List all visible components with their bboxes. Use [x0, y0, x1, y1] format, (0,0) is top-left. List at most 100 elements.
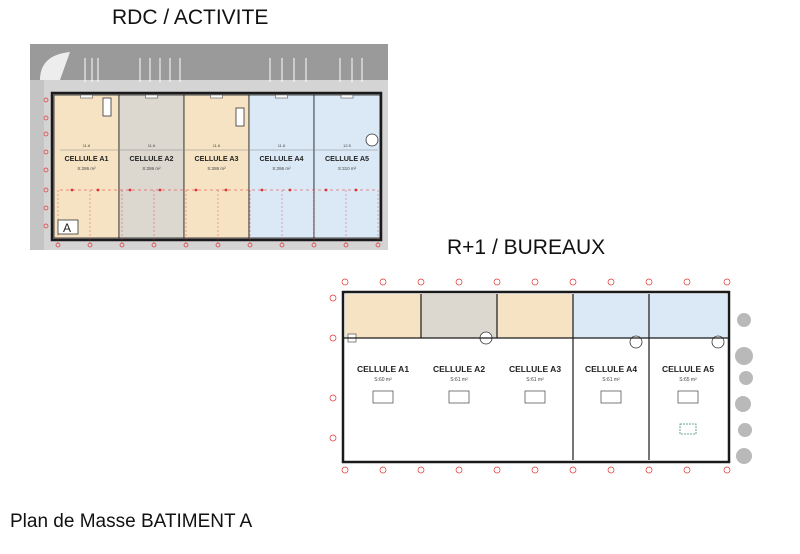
r1-cell-name: CELLULE A1	[357, 364, 409, 374]
axis-marker	[379, 466, 387, 474]
rdc-cell-name: CELLULE A4	[259, 154, 303, 163]
axis-marker	[455, 278, 463, 286]
rdc-cell-area: S:286 m²	[272, 166, 291, 171]
axis-marker	[43, 131, 49, 137]
r1-cell-area: S:65 m²	[679, 377, 697, 383]
axis-marker	[329, 334, 337, 342]
site-strip	[30, 80, 44, 250]
axis-marker	[645, 466, 653, 474]
r1-cell-name: CELLULE A3	[509, 364, 561, 374]
r1-office-band-4	[573, 294, 649, 338]
rdc-door	[275, 94, 288, 99]
rdc-cell-name: CELLULE A1	[64, 154, 108, 163]
parking-stalls	[84, 58, 363, 82]
loading-dock-icon	[102, 97, 112, 117]
r1-equipment	[679, 423, 697, 435]
r1-desk	[372, 390, 394, 404]
axis-marker	[43, 187, 49, 193]
rdc-cell-name: CELLULE A2	[129, 154, 173, 163]
r1-office-band-5	[649, 294, 727, 338]
r1-cell-name: CELLULE A4	[585, 364, 637, 374]
r1-office-band-1	[345, 294, 421, 338]
dim-tick	[354, 188, 358, 192]
r1-desk	[600, 390, 622, 404]
r1-cell-name: CELLULE A2	[433, 364, 485, 374]
axis-marker	[43, 167, 49, 173]
rdc-cell-dim: 11.6	[213, 143, 221, 148]
rdc-cell-dim: 11.6	[148, 143, 156, 148]
rdc-cell-dim: 12.5	[343, 143, 352, 148]
axis-marker	[417, 278, 425, 286]
axis-marker	[417, 466, 425, 474]
rdc-cell-2	[118, 94, 185, 239]
rdc-cell-area: S:286 m²	[77, 166, 96, 171]
axis-marker	[43, 115, 49, 121]
r1-cell-area: S:61 m²	[450, 377, 468, 383]
rdc-door	[210, 94, 223, 99]
dim-tick	[158, 188, 162, 192]
axis-marker	[43, 149, 49, 155]
rdc-cell-name: CELLULE A3	[194, 154, 238, 163]
axis-marker	[329, 394, 337, 402]
dim-tick	[70, 188, 74, 192]
building-label-box	[57, 219, 79, 235]
site-curve	[40, 52, 70, 80]
axis-marker	[723, 278, 731, 286]
r1-cell-area: S:61 m²	[526, 377, 544, 383]
r1-desk	[524, 390, 546, 404]
axis-marker	[341, 466, 349, 474]
r1-desk	[677, 390, 699, 404]
tree-cluster	[735, 313, 753, 464]
r1-cell-name: CELLULE A5	[662, 364, 714, 374]
dim-tick	[128, 188, 132, 192]
axis-marker	[645, 278, 653, 286]
axis-marker	[43, 97, 49, 103]
plan-title: Plan de Masse BATIMENT A	[10, 511, 253, 532]
stair-icon	[629, 335, 643, 349]
r1-axis-markers	[329, 278, 731, 474]
axis-marker	[329, 434, 337, 442]
axis-marker	[341, 278, 349, 286]
axis-marker	[723, 466, 731, 474]
axis-marker	[329, 294, 337, 302]
rdc-cell-area: S:286 m²	[142, 166, 161, 171]
dim-tick	[260, 188, 264, 192]
rdc-cell-dim: 11.6	[278, 143, 286, 148]
axis-marker	[683, 278, 691, 286]
r1-desk	[448, 390, 470, 404]
dim-tick	[288, 188, 292, 192]
rdc-cell-5	[313, 94, 381, 239]
rdc-cell-area: S:310 m²	[338, 166, 357, 171]
axis-marker	[531, 278, 539, 286]
axis-marker	[493, 466, 501, 474]
rdc-cell-name: CELLULE A5	[325, 154, 369, 163]
dim-tick	[96, 188, 100, 192]
rdc-outer-wall	[50, 91, 383, 242]
stair-icon	[365, 133, 379, 147]
rdc-title: RDC / ACTIVITE	[112, 6, 269, 29]
dim-tick	[194, 188, 198, 192]
r1-cell-area: S:61 m²	[602, 377, 620, 383]
axis-marker	[43, 223, 49, 229]
rdc-door	[80, 94, 93, 99]
dim-tick	[324, 188, 328, 192]
rdc-cell-4	[248, 94, 315, 239]
r1-office-band-3	[497, 294, 573, 338]
rdc-door	[340, 94, 354, 99]
axis-marker	[683, 466, 691, 474]
vehicle-icon	[235, 107, 245, 127]
building-label: A	[63, 221, 71, 235]
axis-marker	[531, 466, 539, 474]
dim-tick	[224, 188, 228, 192]
axis-marker	[379, 278, 387, 286]
r1-office-band-2	[421, 294, 497, 338]
rdc-axis-markers	[43, 97, 381, 248]
axis-marker	[607, 466, 615, 474]
axis-marker	[455, 466, 463, 474]
axis-marker	[43, 205, 49, 211]
stair-icon	[711, 335, 725, 349]
